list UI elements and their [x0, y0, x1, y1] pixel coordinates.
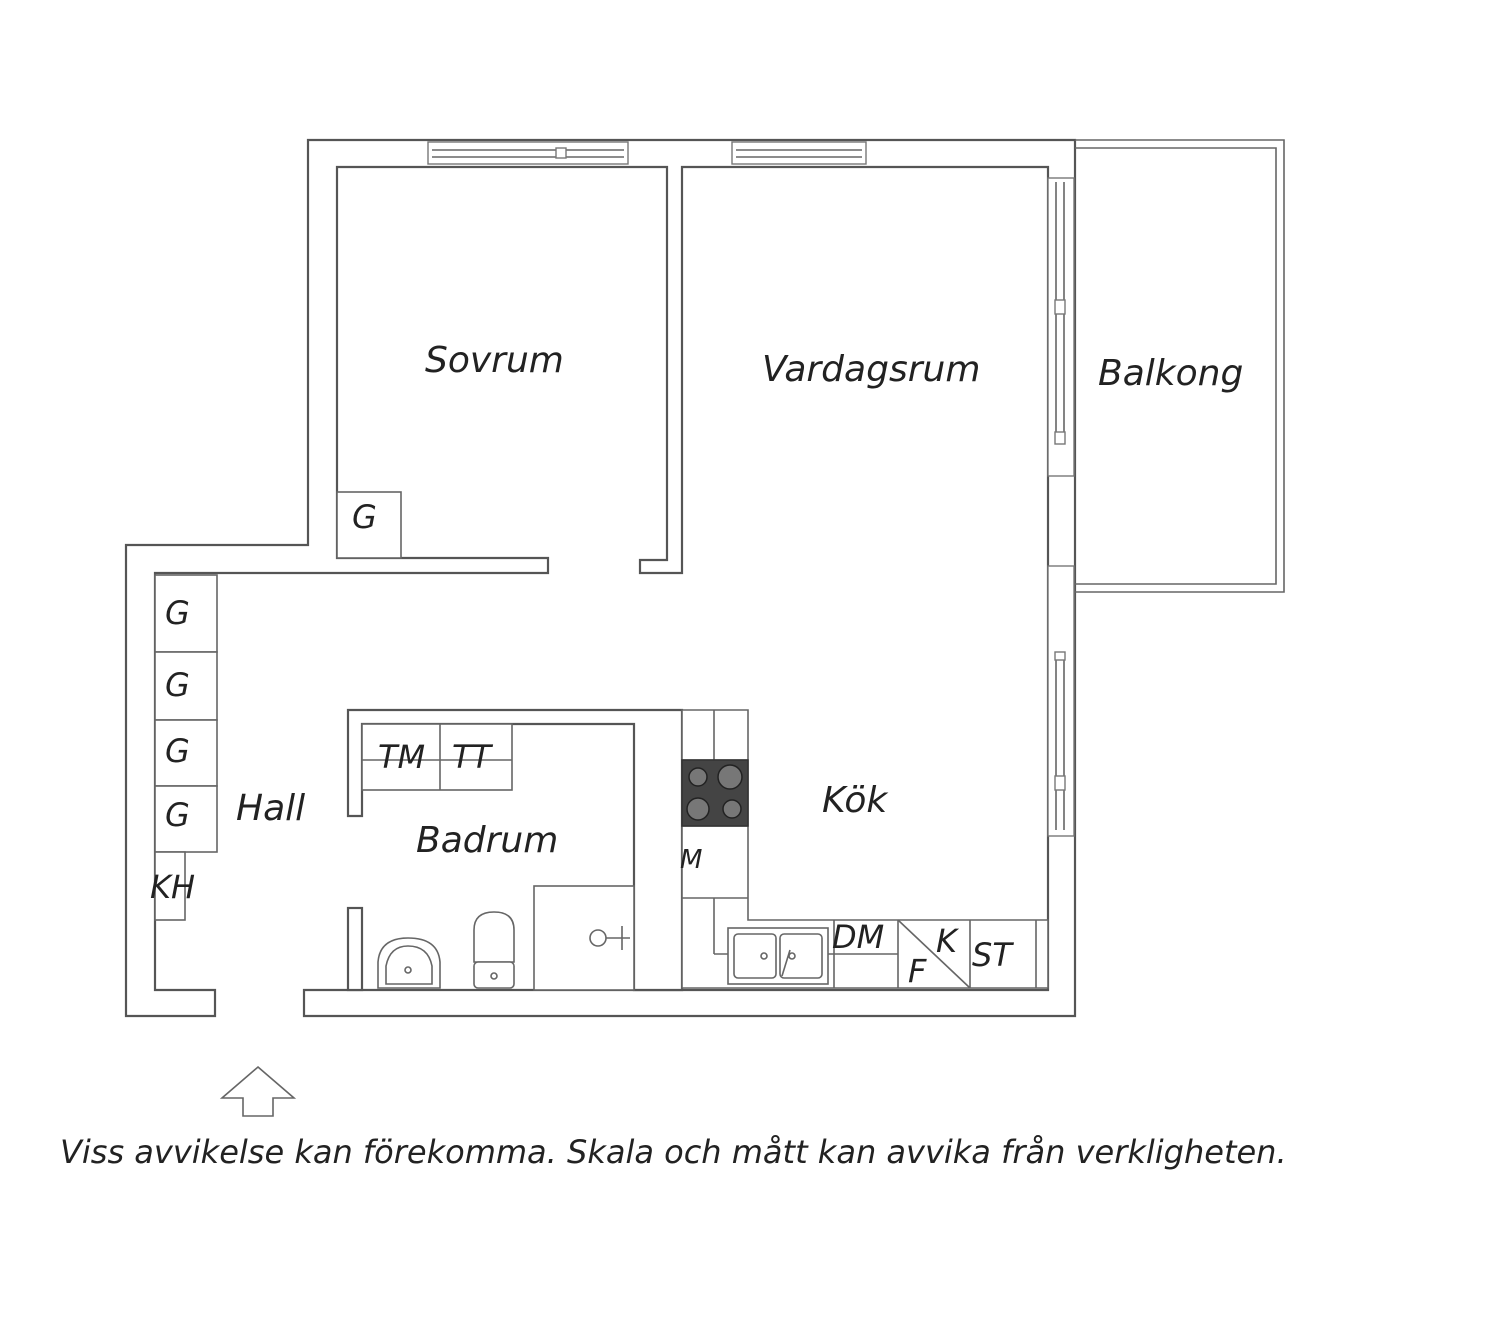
wardrobe-label: G — [165, 666, 190, 704]
dishwasher-label: DM — [832, 918, 884, 956]
pantry-label: ST — [972, 936, 1014, 974]
tumble-dryer-label: TT — [452, 738, 494, 776]
room-label-hall: Hall — [236, 788, 305, 829]
wardrobe-label: G — [165, 732, 190, 770]
balcony — [1075, 139, 1285, 593]
room-label-vardagsrum: Vardagsrum — [762, 349, 980, 390]
fridge-label: K — [936, 922, 960, 960]
window-vardagsrum — [731, 141, 867, 165]
wardrobe-label: G — [165, 594, 190, 632]
disclaimer-text: Viss avvikelse kan förekomma. Skala och … — [60, 1133, 1287, 1171]
room-label-sovrum: Sovrum — [425, 340, 564, 381]
balcony-door — [1047, 177, 1075, 477]
bathroom-sink — [377, 937, 441, 989]
freezer-label: F — [908, 952, 927, 990]
room-label-balkong: Balkong — [1098, 353, 1243, 394]
room-label-kok: Kök — [822, 780, 889, 821]
window-sovrum — [427, 141, 629, 165]
wardrobe-label: G — [165, 796, 190, 834]
hall-wardrobes: G G G G KH — [150, 574, 218, 921]
washing-machine-label: TM — [378, 738, 425, 776]
wardrobe-label: G — [352, 498, 377, 536]
outer-walls — [124, 138, 1077, 1018]
kitchen-window — [1047, 565, 1075, 837]
microwave-label: M — [680, 845, 702, 875]
stove — [681, 759, 749, 827]
shower — [533, 885, 635, 991]
up-arrow-icon — [219, 1065, 297, 1117]
toilet — [473, 911, 515, 989]
laundry: TM TT — [361, 723, 513, 791]
coat-rack-label: KH — [150, 868, 195, 906]
sovrum-wardrobe: G — [336, 491, 402, 559]
kitchen-sink — [727, 927, 829, 985]
room-label-badrum: Badrum — [416, 820, 558, 861]
